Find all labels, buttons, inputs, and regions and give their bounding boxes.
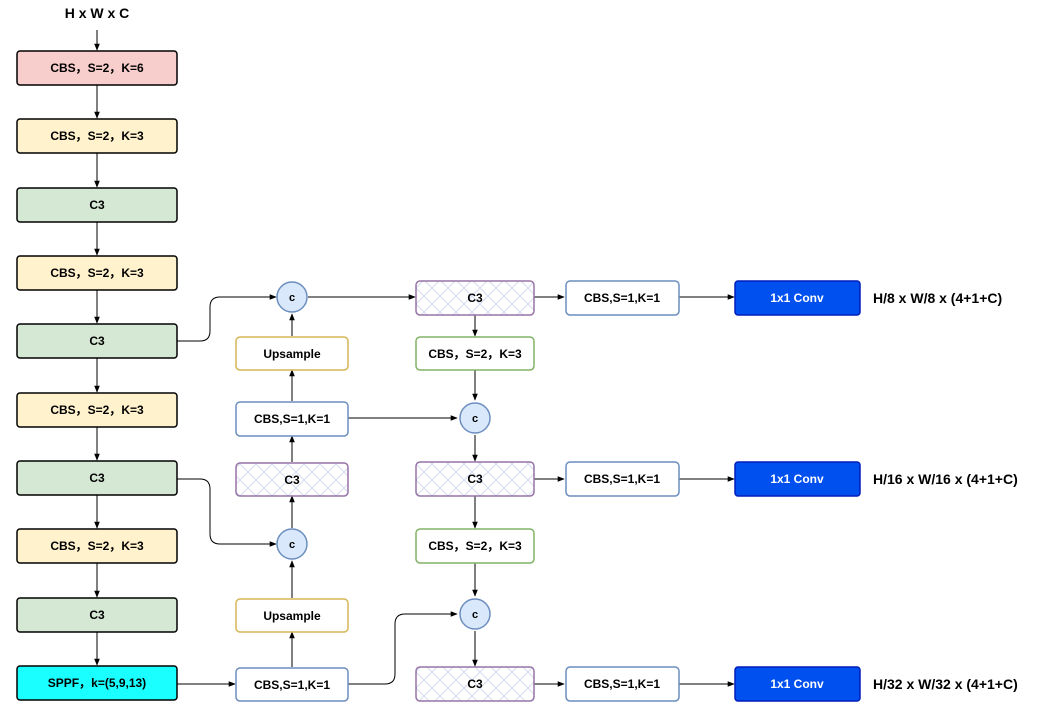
backbone-block-label: CBS，S=2，K=3 [50,266,144,280]
backbone-block-label: CBS，S=2，K=6 [50,61,144,75]
backbone-block-label: CBS，S=2，K=3 [50,129,144,143]
cbs-s1-label: CBS,S=1,K=1 [254,412,330,426]
concat-label: c [289,539,295,551]
head-output-label: H/8 x W/8 x (4+1+C) [873,290,1002,306]
backbone-block-cbs: CBS，S=2，K=3 [16,392,178,428]
c3-label: C3 [467,291,483,305]
backbone-block-cbs: CBS，S=2，K=3 [16,528,178,564]
head-cbs-box [565,461,680,497]
head-cbs-box [565,666,680,702]
head-row-p3: CBS,S=1,K=1 1x1 Conv H/8 x W/8 x (4+1+C) [565,280,1002,316]
neck-column-upsampling: c Upsample CBS,S=1,K=1 C3 c Upsample CBS… [235,281,349,702]
c3-label: C3 [284,473,300,487]
head-output-label: H/16 x W/16 x (4+1+C) [873,471,1018,487]
head-row-p5: CBS,S=1,K=1 1x1 Conv H/32 x W/32 x (4+1+… [565,666,1018,702]
c3-cross-block: C3 [415,666,535,702]
concat-label: c [289,292,295,304]
head-cbs-label: CBS,S=1,K=1 [584,291,660,305]
neck-column-downsampling: C3 CBS，S=2，K=3 c C3 CBS，S=2，K=3 c C3 [415,280,535,702]
c3-label: C3 [467,677,483,691]
input-label: H x W x C [65,5,130,21]
backbone-block-cbs: CBS，S=2，K=3 [16,255,178,291]
cbs-s1-label: CBS,S=1,K=1 [254,678,330,692]
cbs-s2-label: CBS，S=2，K=3 [428,347,522,361]
head-row-p4: CBS,S=1,K=1 1x1 Conv H/16 x W/16 x (4+1+… [565,461,1018,497]
concat-label: c [472,609,478,621]
backbone-block-c3: C3 [16,187,178,223]
backbone-block-cbs: CBS，S=2，K=3 [16,118,178,154]
backbone-block-label: SPPF，k=(5,9,13) [48,676,146,690]
backbone-block-label: C3 [89,608,105,622]
backbone-block-sppf: SPPF，k=(5,9,13) [16,665,178,701]
cbs-s2-label: CBS，S=2，K=3 [428,539,522,553]
cbs-s1-block: CBS,S=1,K=1 [235,667,349,702]
c3-cross-block: C3 [235,462,349,497]
backbone-block-cbs-k6: CBS，S=2，K=6 [16,50,178,86]
concat-node: c [276,281,308,313]
backbone-block-label: C3 [89,334,105,348]
cbs-s1-block: CBS,S=1,K=1 [235,401,349,437]
head-conv-label: 1x1 Conv [770,472,824,486]
head-conv-box [734,280,861,316]
concat-node: c [459,598,491,630]
upsample-label: Upsample [263,609,321,623]
cbs-s2-block: CBS，S=2，K=3 [415,528,535,564]
head-conv-label: 1x1 Conv [770,677,824,691]
backbone-block-c3: C3 [16,460,178,496]
c3-cross-block: C3 [415,461,535,497]
backbone: CBS，S=2，K=6 CBS，S=2，K=3 C3 CBS，S=2，K=3 C… [16,50,178,701]
head-output-label: H/32 x W/32 x (4+1+C) [873,676,1018,692]
upsample-block: Upsample [235,598,349,633]
cbs-s2-block: CBS，S=2，K=3 [415,336,535,371]
backbone-block-c3: C3 [16,323,178,359]
concat-label: c [472,413,478,425]
backbone-block-c3: C3 [16,597,178,633]
head-cbs-label: CBS,S=1,K=1 [584,677,660,691]
concat-node: c [459,402,491,434]
head-cbs-label: CBS,S=1,K=1 [584,472,660,486]
upsample-label: Upsample [263,347,321,361]
head-conv-box [734,666,861,702]
head-cbs-box [565,280,680,316]
detection-heads: CBS,S=1,K=1 1x1 Conv H/8 x W/8 x (4+1+C)… [565,280,1018,702]
concat-node: c [276,528,308,560]
backbone-block-label: CBS，S=2，K=3 [50,403,144,417]
backbone-block-label: C3 [89,471,105,485]
backbone-block-label: CBS，S=2，K=3 [50,539,144,553]
edges [94,30,735,687]
backbone-block-label: C3 [89,198,105,212]
head-conv-box [734,461,861,497]
c3-cross-block: C3 [415,280,535,316]
upsample-block: Upsample [235,336,349,371]
c3-label: C3 [467,472,483,486]
head-conv-label: 1x1 Conv [770,291,824,305]
